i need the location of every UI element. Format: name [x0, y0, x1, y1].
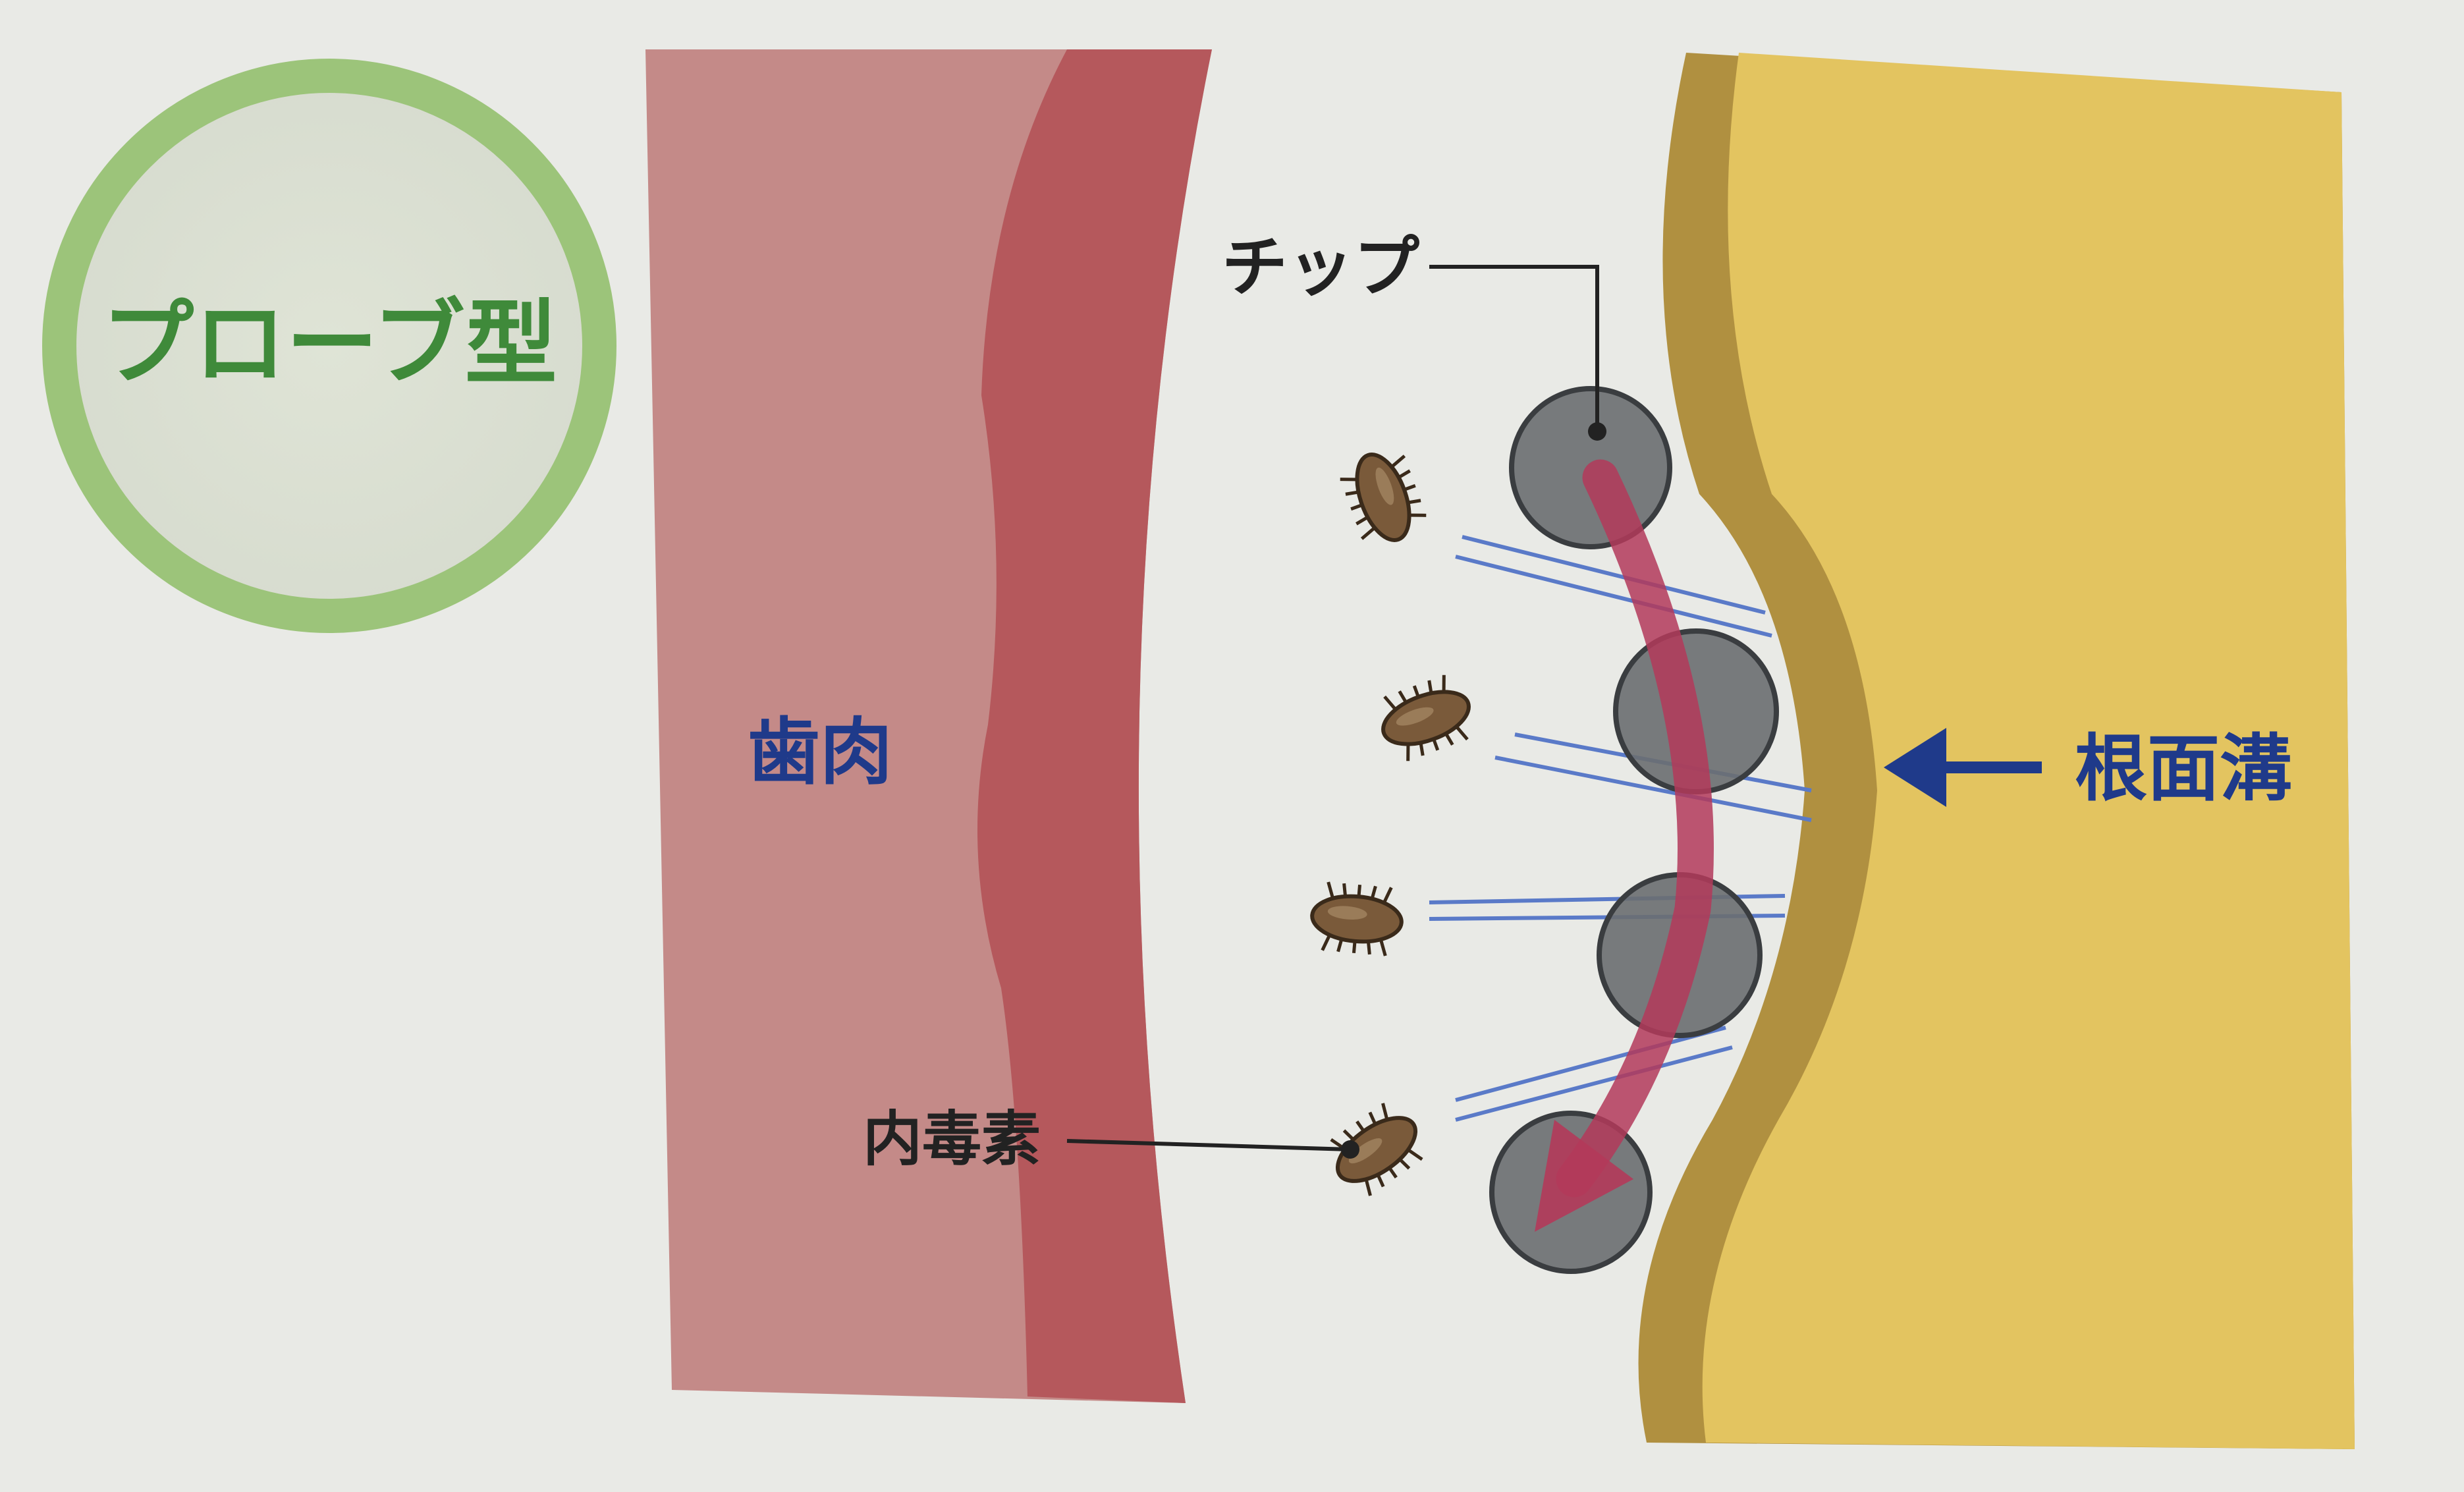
arrow-down-icon — [1535, 1120, 1633, 1232]
motion-path — [1556, 459, 1714, 1198]
gum-label: 歯肉 — [748, 710, 892, 794]
gum-tissue: 歯肉 — [645, 49, 1212, 1403]
root-surface-body — [1702, 53, 2355, 1449]
vibration-line — [1455, 555, 1772, 638]
root-groove-label: 根面溝 — [2075, 727, 2292, 811]
vibration-line — [1455, 1026, 1726, 1102]
bacteria-group — [1310, 453, 1471, 1196]
badge-label: プローブ型 — [101, 290, 557, 398]
vibration-line — [1462, 535, 1766, 615]
bacterium-icon — [1381, 675, 1471, 761]
gum-inner-layer — [977, 49, 1212, 1403]
vibration-line — [1455, 1045, 1733, 1122]
tip-label: チップ — [1222, 229, 1419, 306]
tip-leader-dot — [1588, 422, 1606, 441]
vibration-line — [1494, 756, 1812, 822]
bacterium-icon — [1340, 453, 1427, 542]
root-groove-pointer: 根面溝 — [1884, 727, 2292, 811]
endotoxin-label: 内毒素 — [863, 1105, 1041, 1174]
endotoxin-callout: 内毒素 — [863, 1105, 1359, 1174]
endotoxin-leader-line — [1066, 1139, 1351, 1151]
bacterium-icon — [1310, 881, 1404, 956]
endotoxin-leader-dot — [1341, 1140, 1359, 1159]
badge-ring — [42, 59, 616, 633]
type-badge: プローブ型 — [42, 59, 616, 633]
root-surface — [1638, 53, 2355, 1449]
tip-callout: チップ — [1222, 229, 1606, 441]
tip-motion-arrow — [1535, 459, 1714, 1232]
bacterium-icon — [1330, 1103, 1423, 1196]
arrow-left-icon — [1884, 728, 1946, 807]
tip-leader-line — [1429, 265, 1599, 431]
